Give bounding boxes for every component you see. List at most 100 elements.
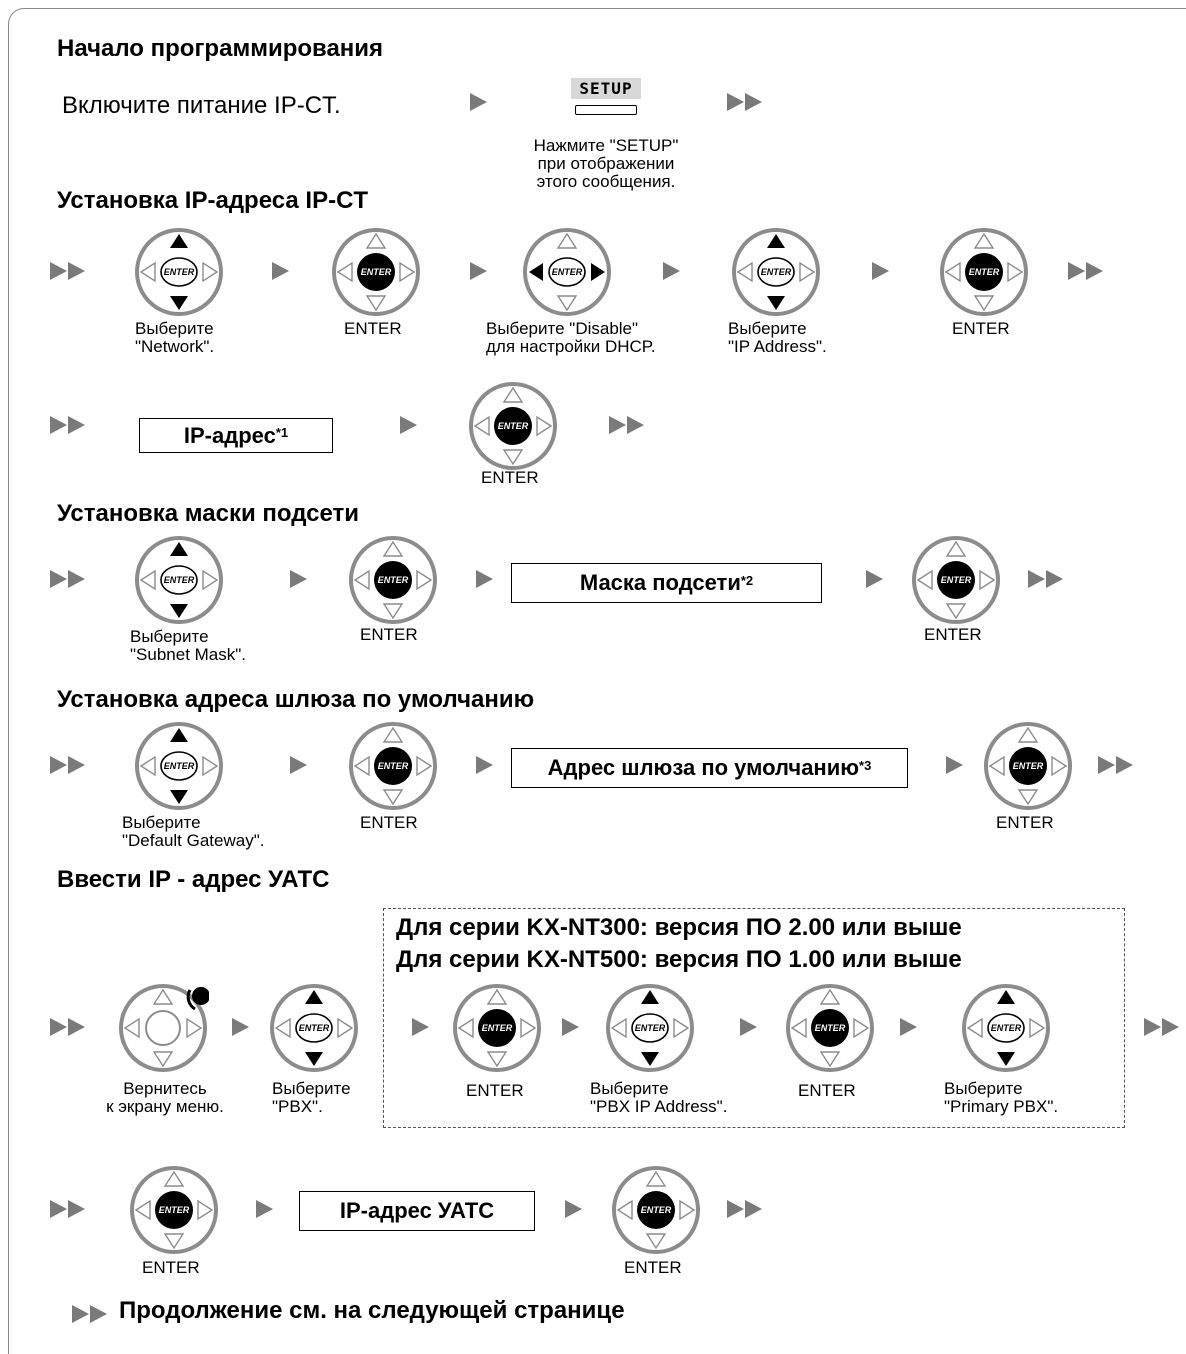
svg-text:ENTER: ENTER [378, 575, 409, 585]
double-arrow [50, 1018, 88, 1036]
arrow [290, 570, 307, 588]
arrow [946, 756, 963, 774]
navigator-key-enter-icon: ENTER [784, 982, 876, 1074]
select-default-gateway-label: Выберите "Default Gateway". [122, 814, 264, 850]
arrow [900, 1018, 917, 1036]
setup-note-line: Нажмите "SETUP" [533, 136, 679, 155]
heading-start: Начало программирования [57, 35, 384, 62]
arrow [412, 1018, 429, 1036]
version-note-nt300: Для серии KX-NT300: версия ПО 2.00 или в… [396, 914, 962, 941]
double-arrow [1028, 570, 1066, 588]
setup-key: SETUP [571, 78, 641, 115]
navigator-key-left-right-icon: ENTER [521, 226, 613, 318]
heading-ip-address: Установка IP-адреса IP-CT [57, 187, 369, 214]
arrow [866, 570, 883, 588]
svg-text:ENTER: ENTER [552, 267, 583, 277]
box-label: Адрес шлюза по умолчанию [547, 755, 860, 780]
double-arrow [609, 416, 647, 434]
svg-text:ENTER: ENTER [969, 267, 1000, 277]
svg-text:ENTER: ENTER [815, 1023, 846, 1033]
enter-label: ENTER [360, 813, 418, 832]
heading-default-gateway: Установка адреса шлюза по умолчанию [57, 686, 535, 713]
arrow [272, 262, 289, 280]
label-line: Вернитесь [123, 1079, 207, 1098]
setup-note-line: при отображении [537, 154, 675, 173]
svg-text:ENTER: ENTER [482, 1023, 513, 1033]
svg-text:ENTER: ENTER [378, 761, 409, 771]
ip-address-box: IP-адрес*1 [139, 418, 333, 453]
double-arrow [50, 1200, 88, 1218]
arrow [232, 1018, 249, 1036]
svg-text:ENTER: ENTER [159, 1205, 190, 1215]
svg-text:ENTER: ENTER [941, 575, 972, 585]
double-arrow [1068, 262, 1106, 280]
select-network-label: Выберите "Network". [135, 320, 214, 356]
version-condition-box [383, 908, 1125, 1128]
arrow [256, 1200, 273, 1218]
setup-note: Нажмите "SETUP" при отображении этого со… [508, 137, 704, 191]
back-to-menu-label: Вернитесь к экрану меню. [80, 1080, 250, 1116]
arrow [470, 93, 487, 111]
subnet-mask-box: Маска подсети*2 [511, 563, 822, 603]
label-line: "Default Gateway". [122, 831, 265, 850]
navigator-key-cancel-icon [117, 982, 209, 1074]
arrow [872, 262, 889, 280]
arrow [470, 262, 487, 280]
label-line: Выберите [272, 1079, 351, 1098]
svg-text:ENTER: ENTER [164, 575, 195, 585]
double-arrow [727, 1200, 765, 1218]
navigator-key-up-down-icon: ENTER [730, 226, 822, 318]
arrow [476, 756, 493, 774]
double-arrow [50, 262, 88, 280]
label-line: для настройки DHCP. [486, 337, 656, 356]
label-line: "Network". [135, 337, 215, 356]
enter-label: ENTER [360, 625, 418, 644]
label-line: Выберите [130, 627, 209, 646]
disable-dhcp-label: Выберите "Disable" для настройки DHCP. [486, 320, 656, 356]
navigator-key-up-down-icon: ENTER [268, 982, 360, 1074]
heading-pbx-ip: Ввести IP - адрес УАТС [57, 866, 330, 893]
navigator-key-enter-icon: ENTER [347, 720, 439, 812]
enter-label: ENTER [344, 319, 402, 338]
select-subnet-mask-label: Выберите "Subnet Mask". [130, 628, 246, 664]
select-primary-pbx-label: Выберите "Primary PBX". [944, 1080, 1058, 1116]
label-line: "Subnet Mask". [130, 645, 247, 664]
enter-label: ENTER [142, 1258, 200, 1277]
enter-label: ENTER [624, 1258, 682, 1277]
navigator-key-enter-icon: ENTER [128, 1164, 220, 1256]
navigator-key-up-down-icon: ENTER [604, 982, 696, 1074]
double-arrow [72, 1305, 110, 1323]
select-ip-address-label: Выберите "IP Address". [728, 320, 827, 356]
navigator-key-up-down-icon: ENTER [133, 534, 225, 626]
heading-subnet-mask: Установка маски подсети [57, 500, 360, 527]
double-arrow [50, 570, 88, 588]
label-line: к экрану меню. [106, 1097, 224, 1116]
svg-text:ENTER: ENTER [635, 1023, 666, 1033]
label-line: Выберите [728, 319, 807, 338]
enter-label: ENTER [481, 468, 539, 487]
arrow [400, 416, 417, 434]
box-label: Маска подсети [579, 570, 741, 595]
arrow [740, 1018, 757, 1036]
label-line: Выберите [944, 1079, 1023, 1098]
continued-note: Продолжение см. на следующей странице [119, 1297, 625, 1324]
double-arrow [727, 93, 765, 111]
navigator-key-enter-icon: ENTER [451, 982, 543, 1074]
svg-text:ENTER: ENTER [761, 267, 792, 277]
footnote-ref: *3 [859, 757, 872, 773]
arrow [290, 756, 307, 774]
svg-text:ENTER: ENTER [299, 1023, 330, 1033]
navigator-key-enter-icon: ENTER [938, 226, 1030, 318]
arrow [663, 262, 680, 280]
double-arrow [1144, 1018, 1182, 1036]
enter-label: ENTER [924, 625, 982, 644]
svg-text:ENTER: ENTER [1013, 761, 1044, 771]
navigator-key-enter-icon: ENTER [467, 380, 559, 472]
arrow [476, 570, 493, 588]
label-line: Выберите [122, 813, 201, 832]
navigator-key-enter-icon: ENTER [982, 720, 1074, 812]
select-pbx-ip-address-label: Выберите "PBX IP Address". [590, 1080, 727, 1116]
svg-text:ENTER: ENTER [164, 267, 195, 277]
arrow [562, 1018, 579, 1036]
select-pbx-label: Выберите "PBX". [272, 1080, 351, 1116]
